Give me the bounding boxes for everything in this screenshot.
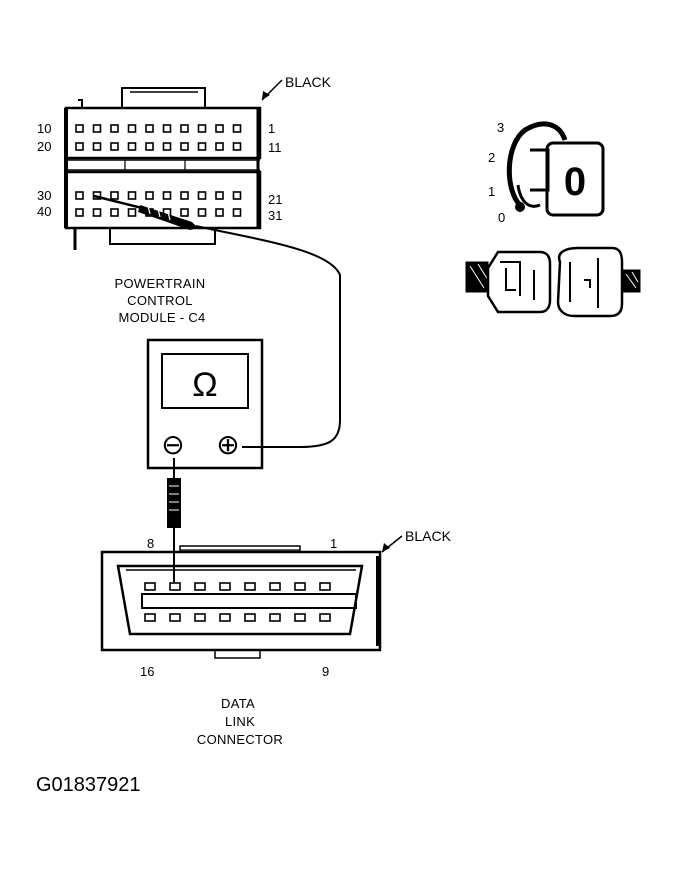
pcm-pin-cavity (75, 191, 84, 200)
dlc-pin-cavity (219, 582, 231, 591)
pcm-pin-cavity (110, 142, 119, 151)
data-link-connector (100, 545, 382, 659)
dlc-pin-cavity (269, 582, 281, 591)
pcm-pin-number-30: 30 (37, 188, 51, 203)
pcm-title-line-2: CONTROL (127, 293, 193, 308)
pcm-pin-cavity (232, 191, 242, 200)
pcm-pin-number-31: 31 (268, 208, 282, 223)
pcm-pin-cavity (197, 142, 207, 151)
pcm-pin-cavity (145, 191, 154, 200)
pcm-pin-cavity (197, 191, 207, 200)
pcm-pin-cavity (180, 124, 189, 133)
dlc-title-line-2: LINK (225, 714, 255, 729)
dlc-pin-cavity (294, 613, 306, 622)
disconnect-connector-icon (465, 246, 641, 318)
ignition-position-1: 1 (488, 184, 495, 199)
dlc-pin-cavity (169, 582, 181, 591)
ignition-position-0: 0 (498, 210, 505, 225)
dlc-pin-number-16: 16 (140, 664, 154, 679)
pcm-pin-cavity (127, 142, 137, 151)
negative-terminal-icon: ⊖ (161, 429, 184, 460)
pcm-color-arrowhead (262, 91, 270, 100)
pcm-pin-cavity (110, 208, 119, 217)
pcm-pin-cavity (215, 191, 224, 200)
pcm-pin-cavity (127, 208, 137, 217)
dlc-pin-cavity (194, 613, 206, 622)
pcm-pin-number-10: 10 (37, 121, 51, 136)
dlc-pin-cavity (194, 582, 206, 591)
negative-test-lead (167, 458, 181, 582)
ignition-position-3: 3 (497, 120, 504, 135)
pcm-pin-cavity (75, 142, 84, 151)
ignition-switch-icon (506, 121, 605, 217)
pcm-pin-cavity (92, 142, 102, 151)
pcm-pin-cavity (110, 124, 119, 133)
pcm-pin-cavity (162, 124, 172, 133)
pcm-pin-cavities (75, 124, 242, 217)
dlc-pin-cavities (144, 582, 331, 622)
dlc-pin-cavity (144, 613, 156, 622)
dlc-pin-cavity (244, 613, 256, 622)
pcm-pin-number-1: 1 (268, 121, 275, 136)
dlc-color-arrowhead (382, 543, 390, 552)
pcm-pin-cavity (197, 208, 207, 217)
dlc-title-line-1: DATA (221, 696, 255, 711)
pcm-color-label: BLACK (285, 74, 332, 90)
dlc-pin-number-1: 1 (330, 536, 337, 551)
ohmmeter (146, 338, 264, 470)
pcm-pin-cavity (180, 142, 189, 151)
dlc-pin-cavity (169, 613, 181, 622)
dlc-pin-cavity (244, 582, 256, 591)
pcm-pin-cavity (75, 208, 84, 217)
dlc-pin-cavity (319, 613, 331, 622)
pcm-pin-cavity (180, 208, 189, 217)
ohm-symbol: Ω (192, 366, 217, 404)
dlc-pin-cavity (294, 582, 306, 591)
dlc-pin-cavity (319, 582, 331, 591)
pcm-pin-cavity (180, 191, 189, 200)
positive-terminal-icon: ⊕ (216, 429, 239, 460)
pcm-pin-number-21: 21 (268, 192, 282, 207)
pcm-pin-cavity (215, 124, 224, 133)
dlc-pin-cavity (144, 582, 156, 591)
pcm-title-line-1: POWERTRAIN (115, 276, 206, 291)
pcm-pin-number-11: 11 (268, 140, 282, 155)
pcm-pin-cavity (127, 191, 137, 200)
pcm-pin-cavity (145, 124, 154, 133)
pcm-pin-cavity (232, 208, 242, 217)
pcm-pin-cavity (92, 124, 102, 133)
ignition-key-symbol: 0 (564, 160, 586, 204)
dlc-pin-number-8: 8 (147, 536, 154, 551)
dlc-pin-cavity (219, 613, 231, 622)
pcm-pin-cavity (127, 124, 137, 133)
pcm-pin-cavity (232, 124, 242, 133)
figure-id: G01837921 (36, 774, 141, 796)
pcm-pin-cavity (110, 191, 119, 200)
pcm-pin-cavity (92, 191, 102, 200)
dlc-pin-cavity (269, 613, 281, 622)
positive-test-lead (195, 225, 341, 448)
pcm-pin-cavity (162, 142, 172, 151)
pcm-title-line-3: MODULE - C4 (118, 310, 205, 325)
dlc-pin-number-9: 9 (322, 664, 329, 679)
pcm-pin-cavity (145, 142, 154, 151)
pcm-connector (64, 87, 262, 250)
pcm-pin-cavity (162, 191, 172, 200)
pcm-pin-cavity (215, 208, 224, 217)
pcm-pin-cavity (197, 124, 207, 133)
dlc-color-label: BLACK (405, 528, 452, 544)
pcm-pin-cavity (75, 124, 84, 133)
pcm-pin-cavity (92, 208, 102, 217)
pcm-pin-cavity (215, 142, 224, 151)
pcm-pin-number-40: 40 (37, 204, 51, 219)
pcm-pin-number-20: 20 (37, 139, 51, 154)
dlc-title-line-3: CONNECTOR (197, 732, 283, 747)
ignition-position-2: 2 (488, 150, 495, 165)
pcm-test-probe (93, 194, 198, 230)
pcm-pin-cavity (232, 142, 242, 151)
